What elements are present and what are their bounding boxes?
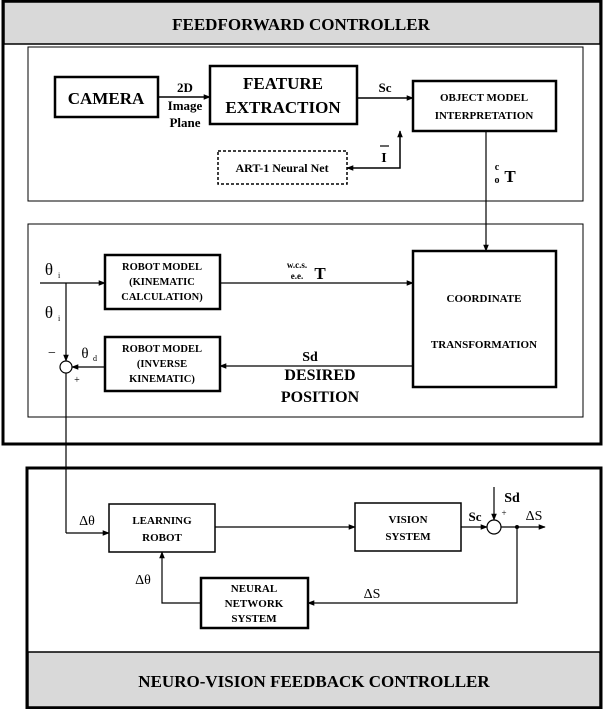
feature-extraction-box xyxy=(208,64,359,126)
feedforward-frame xyxy=(1,0,603,446)
learning-robot-box xyxy=(108,503,216,553)
wcs-t-label: T xyxy=(314,264,326,283)
vision-system-box xyxy=(354,502,462,552)
theta-d-label: θ xyxy=(81,346,88,362)
sd-label-bottom: Sd xyxy=(504,491,520,506)
sc-label-top: Sc xyxy=(379,80,392,95)
ct-label: T xyxy=(504,167,516,186)
delta-s-back-label: ΔS xyxy=(364,587,381,602)
theta-d-sub: d xyxy=(93,354,97,363)
feedforward-title: FEEDFORWARD CONTROLLER xyxy=(172,15,430,34)
art-neural-net-label: ART-1 Neural Net xyxy=(235,161,328,175)
i-vector-label: I xyxy=(381,151,386,166)
vision-system-label-1: VISION xyxy=(388,514,427,526)
wcs-label: w.c.s. xyxy=(287,260,307,270)
image-plane-label-2: Image xyxy=(168,98,203,113)
neural-network-label-1: NEURAL xyxy=(231,583,277,595)
theta-i-top: θ xyxy=(45,260,53,279)
delta-theta-in-label: Δθ xyxy=(79,514,95,529)
position-label: POSITION xyxy=(281,389,360,406)
robot-model-kinematic-label-3: CALCULATION) xyxy=(121,292,203,303)
delta-s-out-label: ΔS xyxy=(526,509,543,524)
feedback-title: NEURO-VISION FEEDBACK CONTROLLER xyxy=(138,672,490,691)
robot-model-panel xyxy=(27,223,584,418)
sum-plus-label: + xyxy=(74,375,80,386)
ct-superscript: c xyxy=(495,162,500,173)
neural-to-learning-arrow xyxy=(159,551,201,604)
learning-robot-label-2: ROBOT xyxy=(142,532,182,544)
feature-extraction-label-1: FEATURE xyxy=(243,74,323,93)
image-plane-label-1: 2D xyxy=(177,80,193,95)
robot-model-inverse-label-2: (INVERSE xyxy=(137,359,187,370)
feature-extraction-label-2: EXTRACTION xyxy=(225,98,341,117)
object-model-label-2: INTERPRETATION xyxy=(435,110,534,122)
theta-i-mid-sub: i xyxy=(58,314,61,323)
ee-label: e.e. xyxy=(291,271,304,281)
robot-model-inverse-label-3: KINEMATIC) xyxy=(129,374,195,385)
summing-junction-bottom xyxy=(486,519,502,535)
image-plane-label-3: Plane xyxy=(169,115,200,130)
camera-box xyxy=(53,75,160,119)
feedforward-header xyxy=(3,1,601,45)
feedback-frame xyxy=(25,466,603,709)
robot-model-kinematic-box xyxy=(103,253,222,311)
object-model-label-1: OBJECT MODEL xyxy=(440,92,528,104)
robot-model-inverse-label-1: ROBOT MODEL xyxy=(122,344,202,355)
delta-s-feedback-arrow xyxy=(307,527,518,606)
ct-subscript: o xyxy=(495,175,500,186)
object-model-box xyxy=(411,79,558,133)
coordinate-transformation-box xyxy=(411,249,558,389)
object-art-arrow xyxy=(346,130,403,171)
desired-label: DESIRED xyxy=(284,367,355,384)
learning-robot-label-1: LEARNING xyxy=(132,515,192,527)
camera-label: CAMERA xyxy=(68,89,145,108)
feedback-footer xyxy=(27,651,601,708)
robot-model-kinematic-label-2: (KINEMATIC xyxy=(129,277,195,288)
theta-i-top-sub: i xyxy=(58,271,61,280)
sum-minus-label: − xyxy=(48,346,56,361)
vision-system-label-2: SYSTEM xyxy=(385,531,431,543)
neural-network-box xyxy=(199,576,310,630)
theta-i-mid: θ xyxy=(45,303,53,322)
robot-model-kinematic-label-1: ROBOT MODEL xyxy=(122,262,202,273)
sd-label-top: Sd xyxy=(302,350,318,365)
coordinate-label-2: TRANSFORMATION xyxy=(431,339,537,351)
sum-plus-bottom: + xyxy=(501,508,506,518)
summing-junction-top xyxy=(59,360,73,374)
coordinate-label-1: COORDINATE xyxy=(447,293,522,305)
robot-model-inverse-box xyxy=(103,335,222,393)
neural-network-label-3: SYSTEM xyxy=(231,613,277,625)
sc-label-bottom: Sc xyxy=(469,509,482,524)
vision-panel xyxy=(27,46,584,202)
delta-theta-back-label: Δθ xyxy=(135,573,151,588)
neural-network-label-2: NETWORK xyxy=(225,598,284,610)
